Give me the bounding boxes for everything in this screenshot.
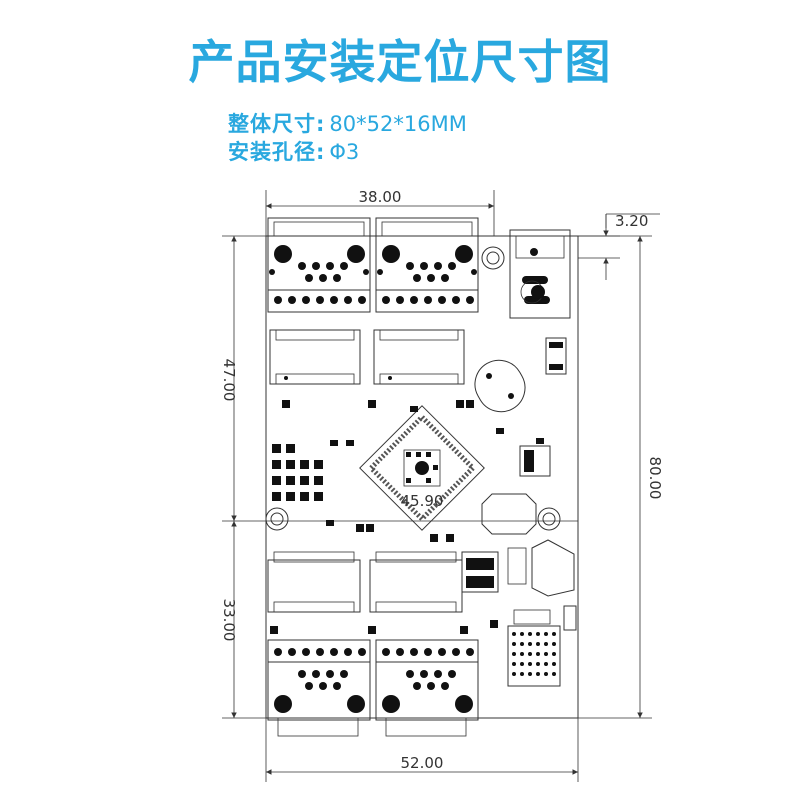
inductor-right: [481, 493, 537, 535]
mounting-hole-right: [537, 507, 561, 531]
transformer-lower-left: [267, 551, 361, 613]
overall-size-label: 整体尺寸:: [228, 112, 326, 136]
transformer-upper-right: [373, 329, 465, 385]
overall-size-spec: 整体尺寸:80*52*16MM: [228, 108, 467, 138]
regulator-right: [507, 539, 575, 597]
transformer-lower-right: [369, 551, 463, 613]
smd-parts: [270, 400, 544, 634]
bottom-width-text: 52.00: [401, 754, 444, 772]
mounting-hole-top: [481, 246, 505, 270]
top-offset-dimension: 3.20: [578, 212, 660, 280]
transformer-upper-left: [269, 329, 361, 385]
center-mark-text: 45.90: [401, 492, 444, 510]
dc-power-jack: [509, 229, 571, 319]
main-ic-chip: 45.90: [359, 405, 485, 531]
mounting-hole-label: 安装孔径:: [228, 140, 326, 164]
mounting-hole-spec: 安装孔径:Φ3: [228, 136, 359, 166]
crystal-oscillator: [474, 359, 526, 413]
top-width-dimension: 38.00: [265, 188, 495, 236]
bottom-width-dimension: 52.00: [265, 718, 579, 782]
right-height-text: 80.00: [646, 457, 664, 500]
led-indicator-grid: [272, 444, 323, 501]
left-lower-text: 33.00: [220, 599, 238, 642]
smd-component-right: [545, 337, 567, 375]
left-dimensions: 47.00 33.00: [220, 235, 266, 719]
flash-chip: [507, 605, 577, 687]
capacitor-right: [519, 445, 551, 477]
mosfet-pair: [461, 551, 499, 593]
rj45-port-bottom-right: [375, 639, 479, 737]
mounting-hole-left: [265, 507, 289, 531]
board-outline: [265, 235, 579, 719]
overall-size-value: 80*52*16MM: [329, 112, 467, 136]
right-height-dimension: 80.00: [578, 235, 664, 719]
rj45-port-top-left: [267, 217, 371, 313]
top-offset-text: 3.20: [615, 212, 648, 230]
mounting-hole-value: Φ3: [329, 140, 360, 164]
rj45-port-bottom-left: [267, 639, 371, 737]
page-title: 产品安装定位尺寸图: [188, 35, 612, 89]
top-width-text: 38.00: [359, 188, 402, 206]
left-upper-text: 47.00: [220, 359, 238, 402]
rj45-port-top-right: [375, 217, 479, 313]
